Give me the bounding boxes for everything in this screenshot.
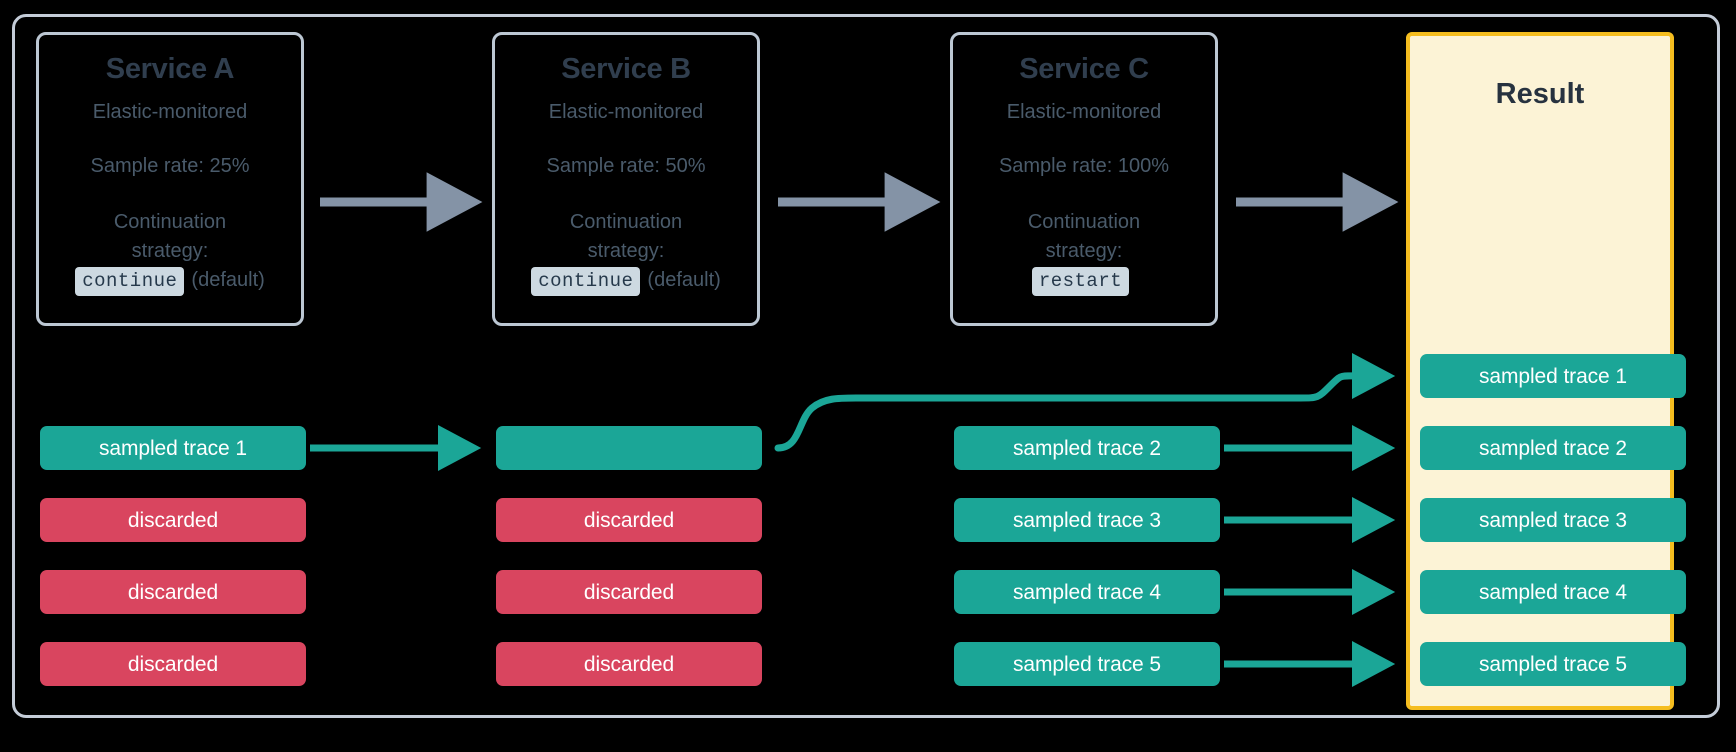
trace-pill-label: discarded [127, 580, 219, 604]
result-title: Result [1495, 78, 1585, 110]
service-c-strategy-line2: strategy: [1045, 239, 1123, 262]
service-b-strategy-code: continue [531, 267, 641, 297]
trace-pill-label: sampled trace 3 [1013, 508, 1161, 532]
service-a-strategy-block: Continuation strategy: continue (default) [39, 208, 301, 297]
trace-pill[interactable]: sampled trace 4 [954, 570, 1220, 614]
service-b-strategy-line1: Continuation [569, 211, 683, 234]
result-trace-pill[interactable]: sampled trace 5 [1420, 642, 1686, 686]
trace-pill-label: sampled trace 5 [1013, 652, 1161, 676]
service-b-strategy-block: Continuation strategy: continue (default) [495, 208, 757, 297]
result-trace-pill-label: sampled trace 4 [1479, 580, 1627, 604]
trace-pill[interactable]: discarded [40, 570, 306, 614]
trace-pill[interactable] [496, 426, 762, 470]
result-trace-pill[interactable]: sampled trace 1 [1420, 354, 1686, 398]
trace-pill-label: discarded [583, 508, 675, 532]
service-box-c: Service C Elastic-monitored Sample rate:… [950, 32, 1218, 326]
service-a-strategy-note: (default) [191, 269, 265, 292]
trace-pill[interactable]: discarded [40, 642, 306, 686]
service-b-strategy-value-row: continue (default) [495, 267, 757, 297]
trace-pill-label: sampled trace 1 [99, 436, 247, 460]
result-trace-pill[interactable]: sampled trace 3 [1420, 498, 1686, 542]
service-a-strategy-line1: Continuation [113, 211, 227, 234]
trace-pill[interactable]: sampled trace 5 [954, 642, 1220, 686]
service-a-strategy-line2: strategy: [131, 239, 209, 262]
service-c-sample-rate: Sample rate: 100% [998, 155, 1170, 178]
service-c-title: Service C [1019, 53, 1149, 85]
trace-pill[interactable]: discarded [496, 570, 762, 614]
trace-pill[interactable]: sampled trace 2 [954, 426, 1220, 470]
service-b-strategy-note: (default) [647, 269, 721, 292]
service-c-strategy-line1: Continuation [1027, 211, 1141, 234]
trace-pill-label: sampled trace 2 [1013, 436, 1161, 460]
service-b-strategy-line2: strategy: [587, 239, 665, 262]
trace-pill-label: discarded [583, 652, 675, 676]
service-a-sample-rate: Sample rate: 25% [90, 155, 250, 178]
result-trace-pill-label: sampled trace 1 [1479, 364, 1627, 388]
service-b-title: Service B [561, 53, 691, 85]
result-trace-pill[interactable]: sampled trace 4 [1420, 570, 1686, 614]
service-a-subtitle: Elastic-monitored [92, 101, 248, 124]
trace-pill[interactable]: discarded [496, 498, 762, 542]
result-trace-pill-label: sampled trace 5 [1479, 652, 1627, 676]
service-c-strategy-block: Continuation strategy: restart [953, 208, 1215, 297]
service-c-subtitle: Elastic-monitored [1006, 101, 1162, 124]
result-trace-pill[interactable]: sampled trace 2 [1420, 426, 1686, 470]
trace-pill[interactable]: discarded [496, 642, 762, 686]
service-a-title: Service A [105, 53, 235, 85]
service-b-sample-rate: Sample rate: 50% [546, 155, 706, 178]
service-a-strategy-value-row: continue (default) [39, 267, 301, 297]
trace-pill-label: discarded [583, 580, 675, 604]
service-box-a: Service A Elastic-monitored Sample rate:… [36, 32, 304, 326]
result-trace-pill-label: sampled trace 3 [1479, 508, 1627, 532]
trace-pill[interactable]: sampled trace 1 [40, 426, 306, 470]
trace-pill-label: discarded [127, 652, 219, 676]
trace-pill[interactable]: discarded [40, 498, 306, 542]
result-trace-pill-label: sampled trace 2 [1479, 436, 1627, 460]
trace-pill[interactable]: sampled trace 3 [954, 498, 1220, 542]
service-c-strategy-value-row: restart [953, 267, 1215, 297]
service-c-strategy-code: restart [1031, 267, 1130, 297]
service-b-subtitle: Elastic-monitored [548, 101, 704, 124]
service-box-b: Service B Elastic-monitored Sample rate:… [492, 32, 760, 326]
service-a-strategy-code: continue [75, 267, 185, 297]
trace-pill-label: sampled trace 4 [1013, 580, 1161, 604]
trace-pill-label: discarded [127, 508, 219, 532]
